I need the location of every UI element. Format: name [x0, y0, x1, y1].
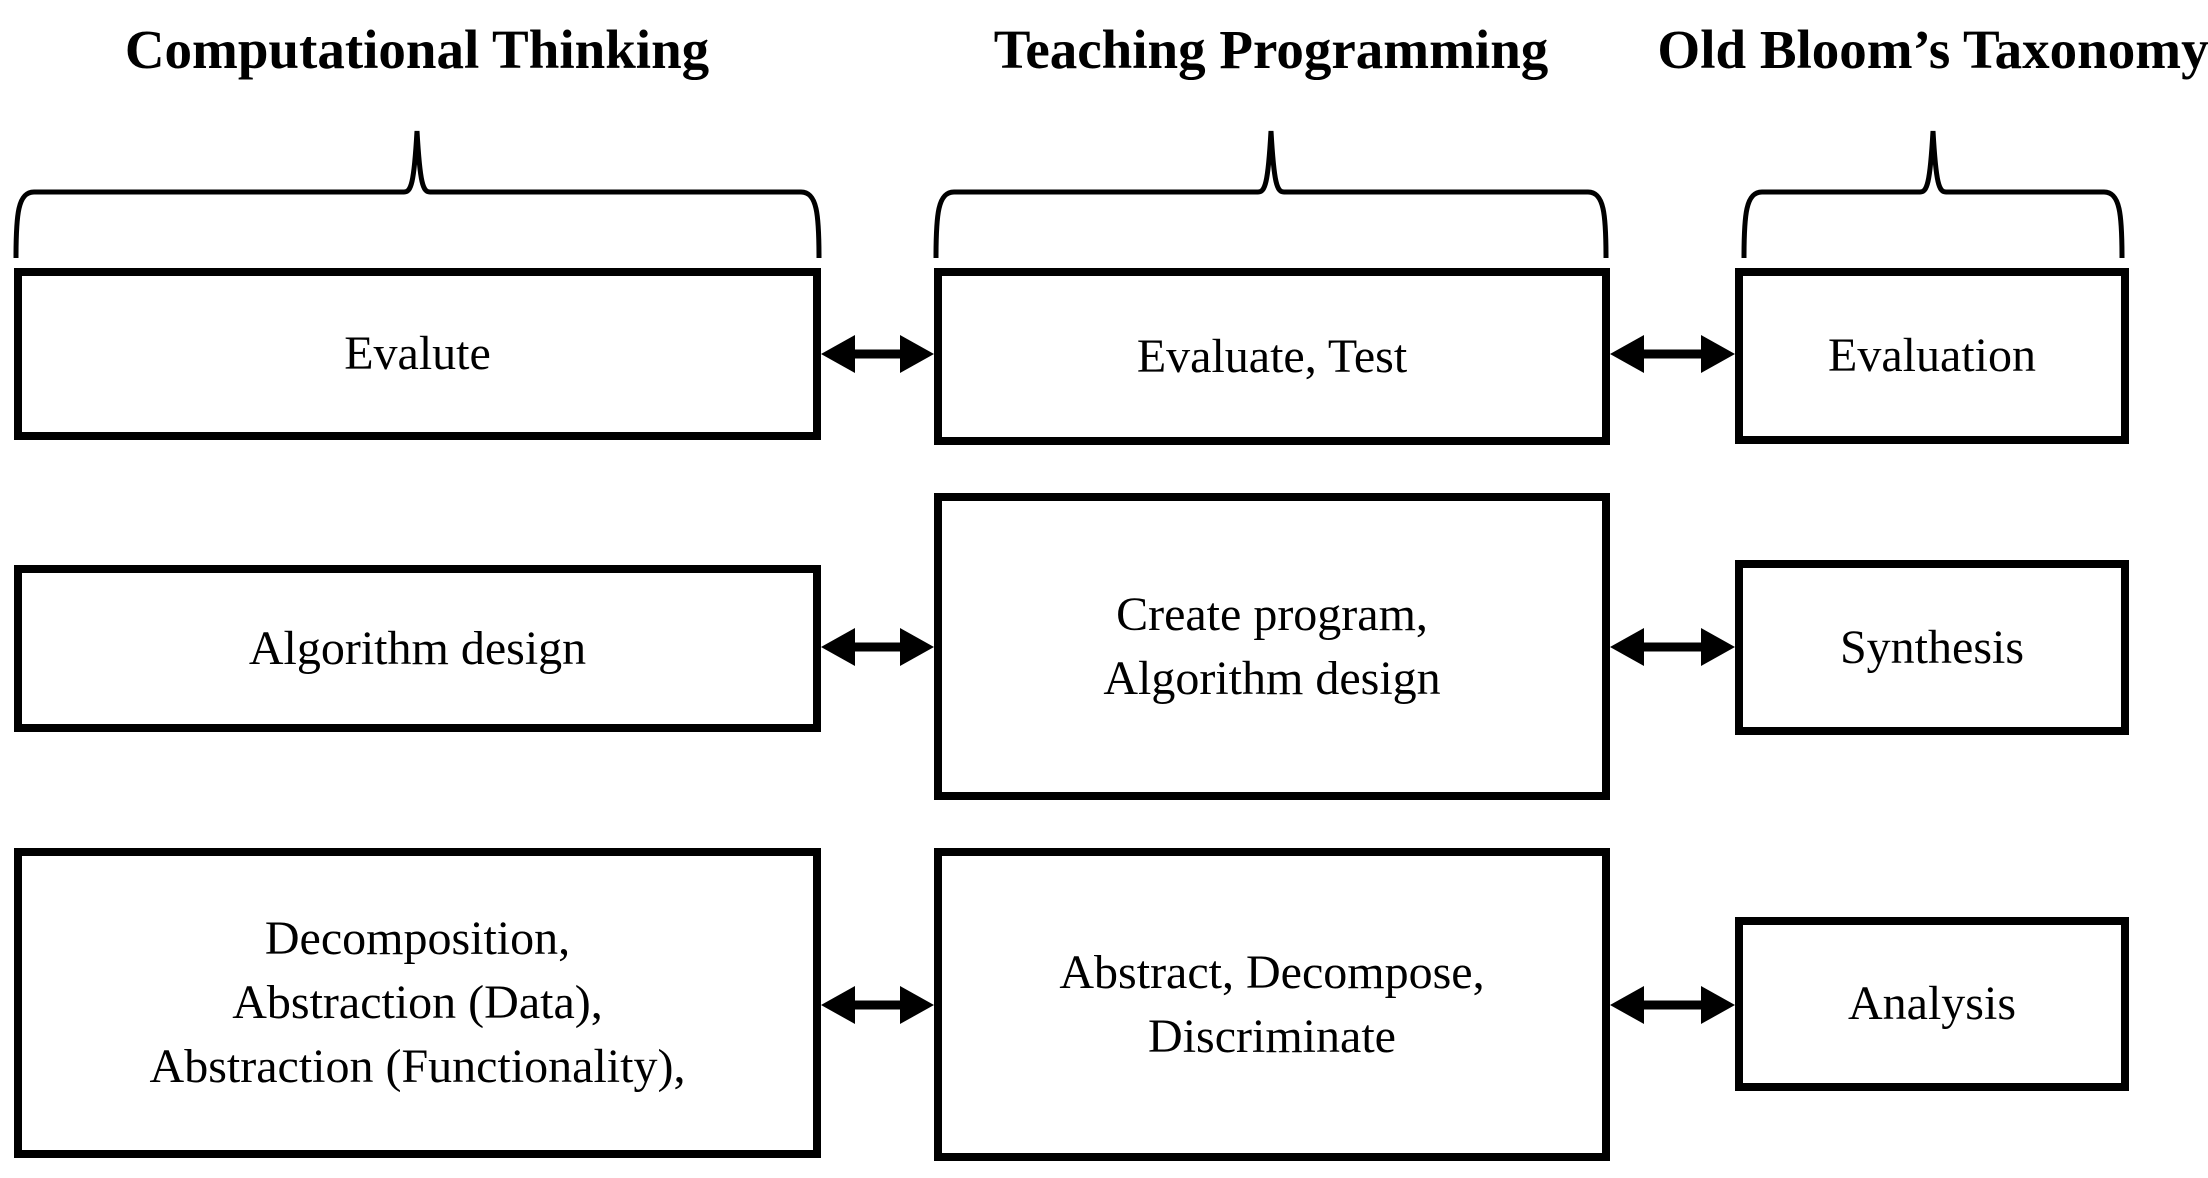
box-label: Decomposition, Abstraction (Data), Abstr…	[149, 912, 686, 1093]
arrow-row2-tp-bt	[1610, 628, 1735, 666]
box-label: Evalute	[344, 327, 491, 380]
column-header-old-blooms-taxonomy: Old Bloom’s Taxonomy	[1657, 19, 2208, 80]
box-label: Analysis	[1848, 977, 2016, 1030]
arrow-row3-ct-tp	[821, 986, 934, 1024]
arrow-row2-ct-tp	[821, 628, 934, 666]
column-header-computational-thinking: Computational Thinking	[124, 19, 710, 80]
curly-brace-teaching-programming	[933, 130, 1609, 259]
box-label: Synthesis	[1839, 620, 2025, 674]
box-evalute: Evalute	[14, 268, 821, 440]
box-abstract-decompose-discriminate: Abstract, Decompose, Discriminate	[934, 848, 1610, 1161]
box-synthesis: Synthesis	[1735, 560, 2129, 735]
box-label: Abstract, Decompose, Discriminate	[1059, 945, 1485, 1063]
arrow-row3-tp-bt	[1610, 986, 1735, 1024]
box-algorithm-design: Algorithm design	[14, 565, 821, 732]
curly-brace-computational-thinking	[13, 130, 822, 259]
box-create-program-algorithm-design: Create program, Algorithm design	[934, 493, 1610, 800]
box-evaluation: Evaluation	[1735, 268, 2129, 444]
box-evaluate-test: Evaluate, Test	[934, 268, 1610, 445]
box-label: Create program, Algorithm design	[1103, 587, 1441, 705]
box-label: Evaluate, Test	[1136, 329, 1408, 383]
arrow-row1-ct-tp	[821, 335, 934, 373]
box-decomposition-abstraction: Decomposition, Abstraction (Data), Abstr…	[14, 848, 821, 1158]
curly-brace-old-blooms-taxonomy	[1741, 130, 2125, 259]
box-label: Evaluation	[1828, 329, 2036, 382]
box-analysis: Analysis	[1735, 917, 2129, 1091]
arrow-row1-tp-bt	[1610, 335, 1735, 373]
box-label: Algorithm design	[248, 621, 587, 675]
column-header-teaching-programming: Teaching Programming	[993, 19, 1549, 80]
